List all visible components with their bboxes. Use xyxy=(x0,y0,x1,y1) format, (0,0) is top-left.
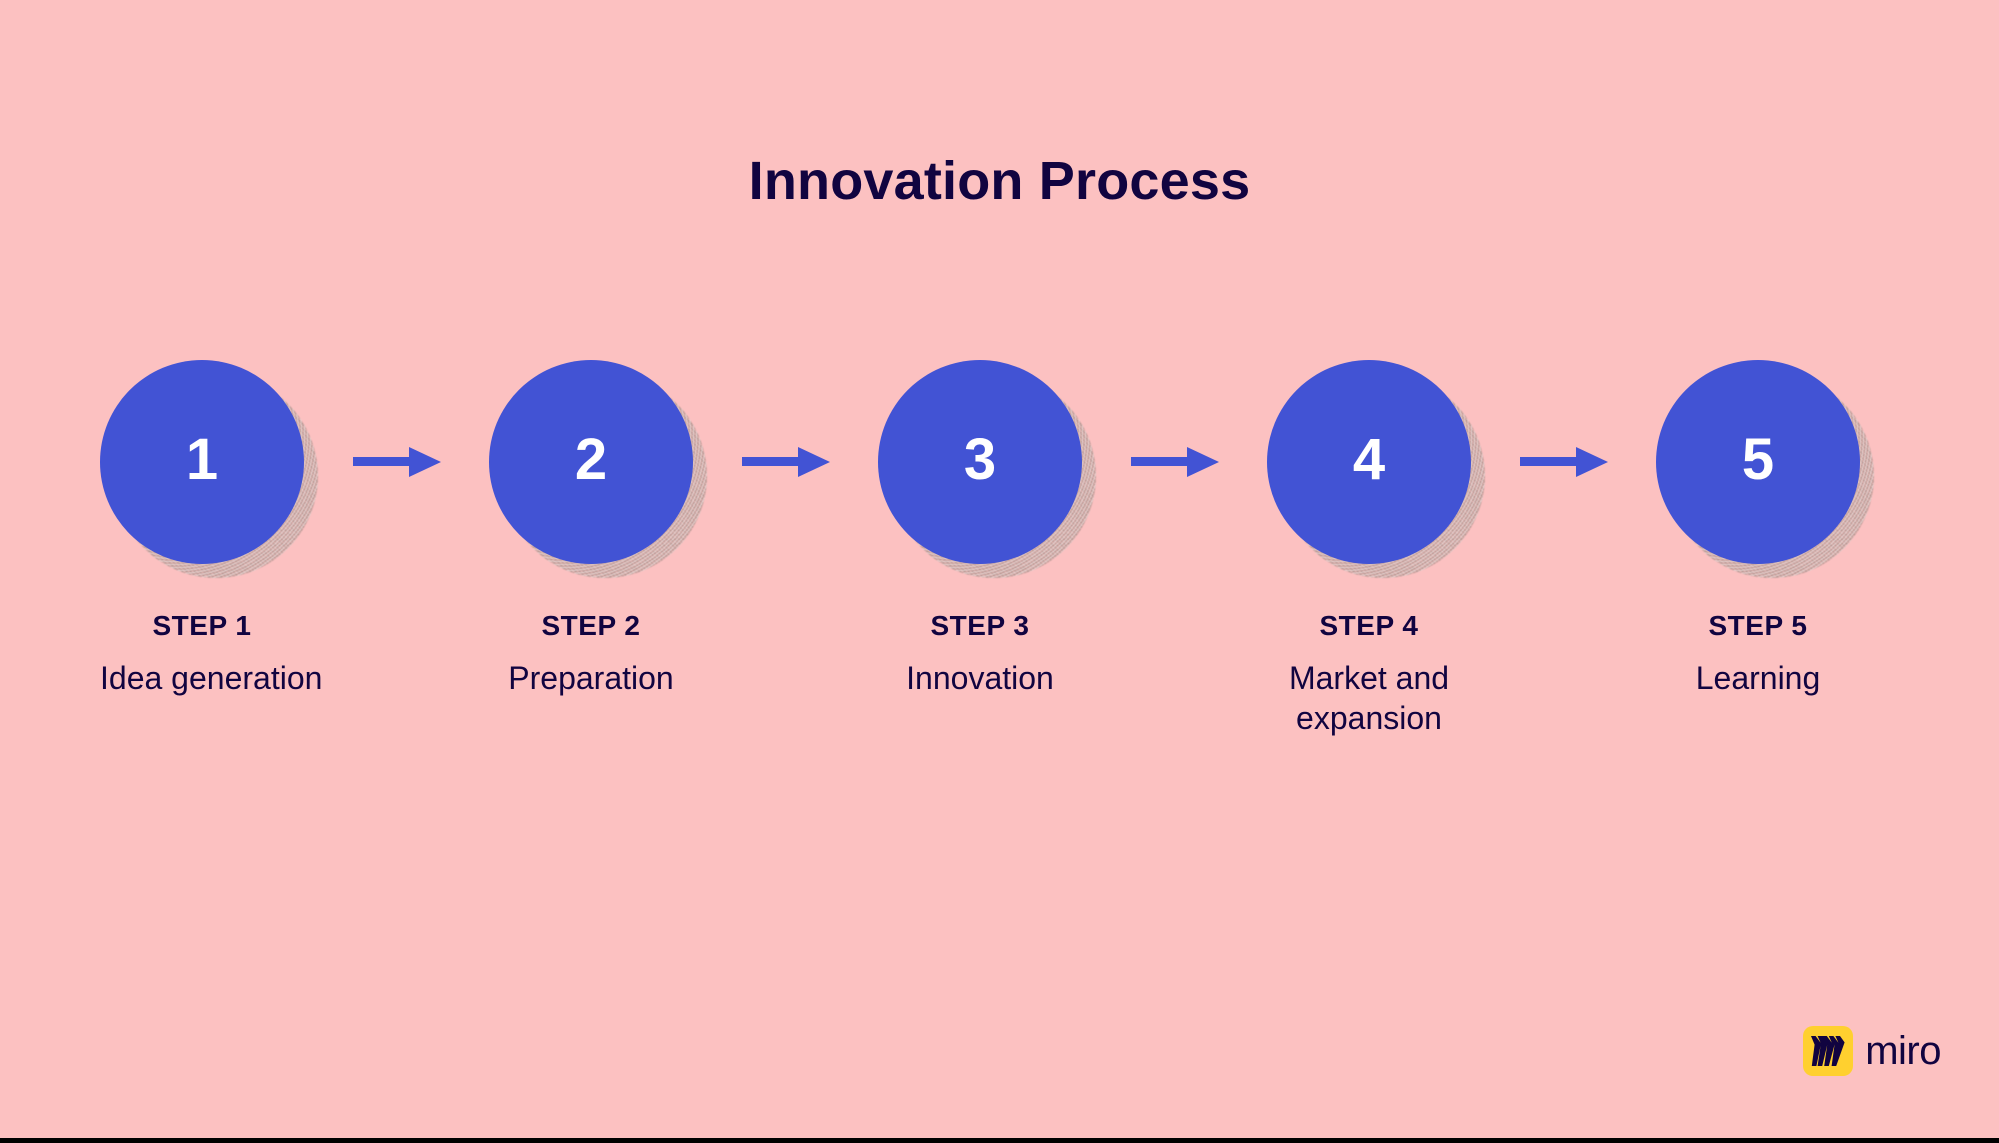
step-circle-4[interactable]: 4 xyxy=(1267,360,1471,564)
step-circle-5[interactable]: 5 xyxy=(1656,360,1860,564)
step-caption-2: STEP 2 Preparation xyxy=(489,610,693,698)
step-caption-1: STEP 1 Idea generation xyxy=(100,610,323,698)
arrow-right-icon-1 xyxy=(342,360,452,564)
step-description-4-line-1: Market and xyxy=(1288,660,1450,697)
miro-mark-icon xyxy=(1803,1026,1854,1076)
arrow-right-icon-4 xyxy=(1509,360,1619,564)
step-description-2: Preparation xyxy=(508,660,674,697)
step-label-3: STEP 3 xyxy=(930,610,1030,641)
step-caption-4: STEP 4 Market and expansion xyxy=(1267,610,1471,738)
step-description-4: Market and expansion xyxy=(1267,658,1471,738)
miro-logo: miro xyxy=(1803,1026,1941,1076)
process-node-4[interactable]: 4 xyxy=(1267,360,1485,578)
arrow-right-icon-2 xyxy=(731,360,841,564)
step-circle-number-5: 5 xyxy=(1741,427,1775,492)
step-label-2: STEP 2 xyxy=(541,610,641,641)
process-node-3[interactable]: 3 xyxy=(878,360,1096,578)
circle-wrap-4: 4 xyxy=(1267,360,1485,578)
step-circle-number-2: 2 xyxy=(574,427,608,492)
step-label-5: STEP 5 xyxy=(1708,610,1808,641)
step-circle-2[interactable]: 2 xyxy=(489,360,693,564)
process-flow: 1 2 xyxy=(100,360,1874,580)
arrow-right-icon-3 xyxy=(1120,360,1230,564)
step-caption-3: STEP 3 Innovation xyxy=(878,610,1082,698)
page-title: Innovation Process xyxy=(748,151,1251,211)
process-node-2[interactable]: 2 xyxy=(489,360,707,578)
step-circle-number-1: 1 xyxy=(185,427,219,492)
step-circle-3[interactable]: 3 xyxy=(878,360,1082,564)
circle-wrap-1: 1 xyxy=(100,360,318,578)
step-description-4-line-2: expansion xyxy=(1296,700,1442,737)
miro-wordmark: miro xyxy=(1865,1029,1941,1073)
circle-wrap-5: 5 xyxy=(1656,360,1874,578)
step-circle-1[interactable]: 1 xyxy=(100,360,304,564)
step-description-5: Learning xyxy=(1695,660,1821,697)
step-description-3: Innovation xyxy=(906,660,1054,697)
step-label-1: STEP 1 xyxy=(152,610,252,641)
step-label-4: STEP 4 xyxy=(1319,610,1419,641)
circle-wrap-2: 2 xyxy=(489,360,707,578)
process-captions: STEP 1 Idea generation STEP 2 Preparatio… xyxy=(100,610,1860,738)
process-node-1[interactable]: 1 xyxy=(100,360,318,578)
step-caption-5: STEP 5 Learning xyxy=(1656,610,1860,698)
process-node-5[interactable]: 5 xyxy=(1656,360,1874,578)
step-circle-number-4: 4 xyxy=(1352,427,1386,492)
step-circle-number-3: 3 xyxy=(963,427,997,492)
step-description-1: Idea generation xyxy=(100,660,323,697)
circle-wrap-3: 3 xyxy=(878,360,1096,578)
